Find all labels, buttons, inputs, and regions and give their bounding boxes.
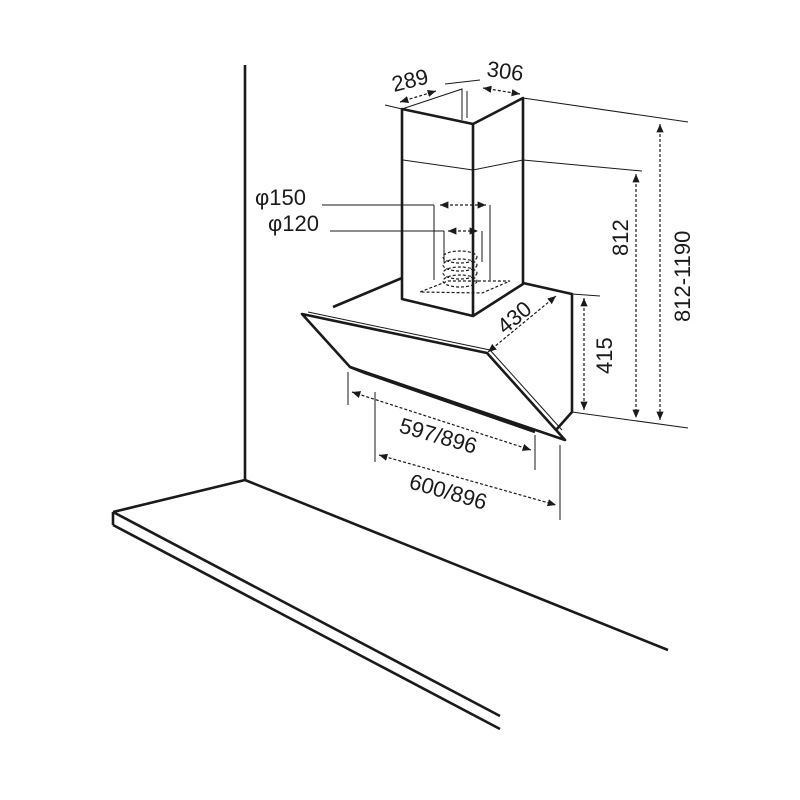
dimension-labels: 289 306 φ150 φ120 430 812 812-1190 415 5…: [255, 56, 695, 515]
label-phi120: φ120: [268, 211, 319, 236]
wall-and-countertop: [111, 65, 669, 731]
label-812-1190: 812-1190: [670, 231, 695, 322]
label-306: 306: [485, 56, 525, 86]
label-289: 289: [389, 64, 431, 97]
label-415: 415: [592, 337, 617, 374]
label-phi150: φ150: [255, 185, 306, 210]
label-812: 812: [608, 219, 633, 256]
hood-body: [300, 276, 574, 442]
chimney: [400, 88, 525, 318]
label-430: 430: [492, 296, 536, 339]
label-600-896: 600/896: [407, 469, 490, 515]
dimension-lines: [322, 79, 689, 520]
